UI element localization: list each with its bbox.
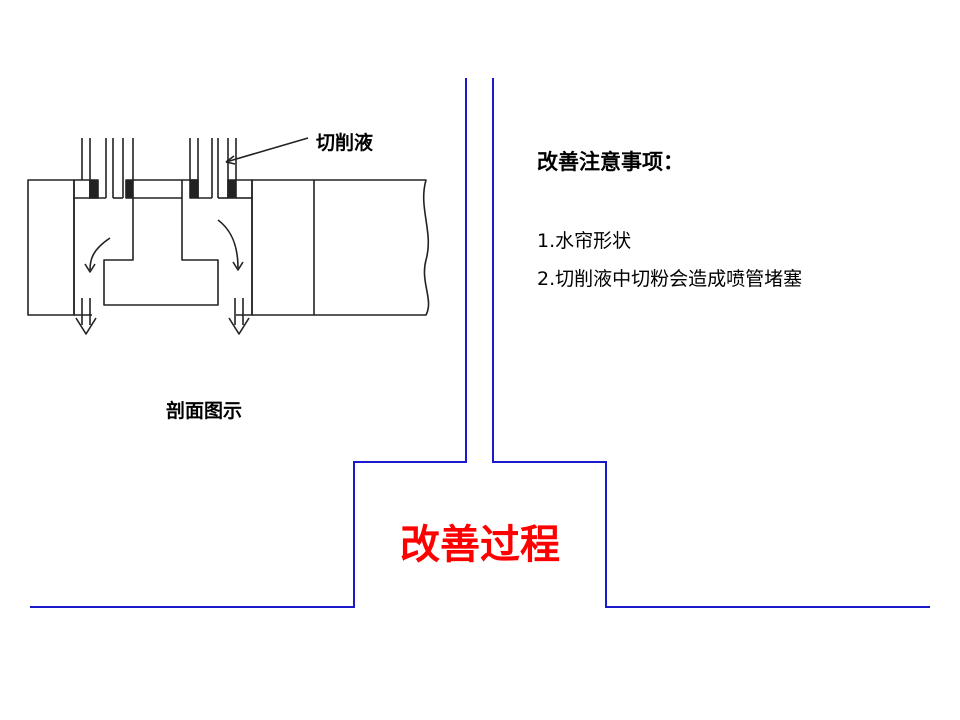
notes-list: 1.水帘形状 2.切削液中切粉会造成喷管堵塞: [537, 222, 802, 298]
left-housing: [73, 179, 91, 199]
extended-plate: [314, 179, 430, 316]
right-block: [251, 179, 315, 316]
center-t-block: [103, 179, 219, 306]
process-title: 改善过程: [400, 522, 560, 568]
section-view-label: 剖面图示: [166, 400, 243, 422]
fluid-pointer-line: [225, 137, 309, 163]
notes-item: 2.切削液中切粉会造成喷管堵塞: [537, 268, 803, 290]
cross-section-diagram: [27, 137, 430, 335]
left-drain-arrow: [75, 298, 97, 335]
right-drain-arrow: [228, 298, 250, 335]
frame-right-line: [492, 78, 930, 608]
left-flow-arrow: [89, 237, 111, 271]
left-block: [27, 179, 75, 316]
notes-title: 改善注意事项：: [537, 150, 684, 174]
right-flow-arrow: [217, 219, 239, 269]
notes-item: 1.水帘形状: [537, 230, 632, 252]
cutting-fluid-label: 切削液: [316, 132, 374, 154]
frame-left-line: [30, 78, 467, 608]
